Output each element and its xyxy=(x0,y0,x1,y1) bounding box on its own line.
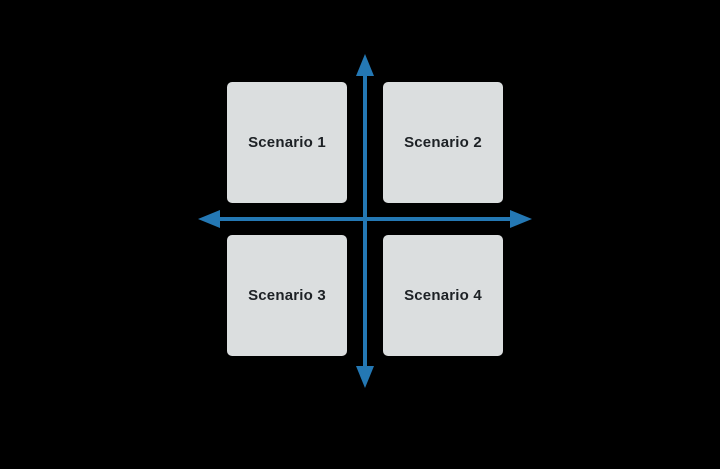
quadrant-box-scenario-2: Scenario 2 xyxy=(383,82,503,203)
arrow-down-head-icon xyxy=(356,366,374,388)
quadrant-box-scenario-1: Scenario 1 xyxy=(227,82,347,203)
quadrant-label: Scenario 2 xyxy=(404,134,482,151)
quadrant-label: Scenario 4 xyxy=(404,287,482,304)
quadrant-box-scenario-3: Scenario 3 xyxy=(227,235,347,356)
quadrant-label: Scenario 3 xyxy=(248,287,326,304)
quadrant-box-scenario-4: Scenario 4 xyxy=(383,235,503,356)
arrow-right-head-icon xyxy=(510,210,532,228)
arrow-up-head-icon xyxy=(356,54,374,76)
arrow-left-head-icon xyxy=(198,210,220,228)
quadrant-label: Scenario 1 xyxy=(248,134,326,151)
